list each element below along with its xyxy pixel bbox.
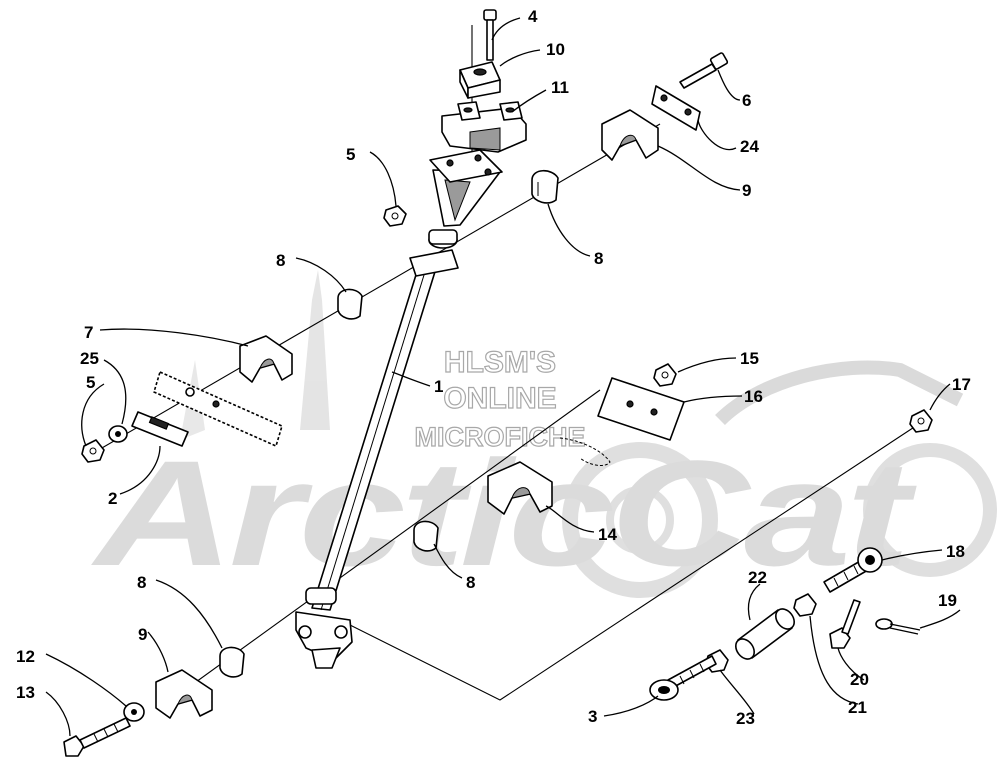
label-part-1: 1	[434, 377, 443, 396]
label-part-9-upper: 9	[742, 181, 751, 200]
label-part-5-left: 5	[86, 373, 95, 392]
label-part-11: 11	[551, 78, 569, 97]
part-5-lock-nut-left	[81, 439, 105, 463]
watermark-line-2: ONLINE	[443, 382, 556, 415]
part-7-bearing-cap	[239, 335, 293, 383]
label-part-14: 14	[598, 525, 617, 544]
part-16-plate-dashed-edge	[559, 437, 611, 466]
part-16-plate	[597, 377, 685, 441]
part-15-lock-nut	[653, 363, 677, 387]
label-part-19: 19	[938, 591, 957, 610]
label-part-10: 10	[546, 40, 565, 59]
part-25-washer	[108, 425, 128, 443]
part-8-bushing-left	[337, 288, 363, 320]
label-part-21: 21	[848, 698, 867, 717]
label-part-3: 3	[588, 707, 597, 726]
part-2-plate	[131, 371, 283, 447]
label-part-17: 17	[952, 375, 971, 394]
part-24-plate	[651, 85, 701, 131]
part-8-bushing-lower	[219, 646, 245, 678]
watermark-text: HLSM'S ONLINE MICROFICHE	[414, 345, 586, 452]
label-part-12: 12	[16, 647, 35, 666]
part-4-cap-screw	[483, 9, 497, 61]
label-part-5-upper: 5	[346, 145, 355, 164]
label-part-13: 13	[16, 683, 35, 702]
part-10-handlebar-clamp	[459, 61, 501, 99]
part-5-lock-nut-upper	[383, 205, 407, 227]
label-part-24: 24	[740, 137, 759, 156]
part-9-bearing-cap-upper	[601, 109, 659, 161]
label-part-20: 20	[850, 670, 869, 689]
label-part-2: 2	[108, 489, 117, 508]
part-8-bushing-upper	[531, 169, 559, 204]
part-12-washer	[123, 702, 145, 722]
part-17-lock-nut	[909, 409, 933, 433]
label-part-22: 22	[748, 568, 767, 587]
label-part-18: 18	[946, 542, 965, 561]
part-8-bushing-mid	[413, 520, 439, 552]
label-part-25: 25	[80, 349, 99, 368]
part-6-cap-screw	[679, 52, 729, 89]
label-part-8-mid: 8	[137, 573, 146, 592]
part-11-handlebar-block	[441, 101, 527, 153]
steering-post	[295, 149, 503, 669]
label-part-6: 6	[742, 91, 751, 110]
part-14-bearing-cap	[487, 461, 553, 515]
part-13-cap-screw	[63, 717, 131, 757]
leader-lines	[45, 17, 961, 737]
part-18-tie-rod-end	[823, 547, 883, 593]
part-20-cap-screw	[829, 599, 861, 649]
part-22-tie-rod	[734, 608, 796, 660]
label-part-4: 4	[528, 7, 538, 26]
part-3-tie-rod-end	[649, 655, 717, 701]
label-part-16: 16	[744, 387, 763, 406]
label-part-7: 7	[84, 323, 93, 342]
part-number-labels: 4 10 11 6 5 24 9 8 8 7 25 5 1 15 16 2 17…	[16, 7, 971, 728]
label-part-15: 15	[740, 349, 759, 368]
part-9-bearing-cap-lower	[155, 669, 213, 719]
part-19-cotter-pin	[875, 618, 921, 635]
watermark-line-1: HLSM'S	[444, 346, 556, 379]
label-part-8-lower: 8	[466, 573, 475, 592]
watermark-line-3: MICROFICHE	[415, 422, 586, 452]
label-part-8-upper: 8	[594, 249, 603, 268]
label-part-23: 23	[736, 709, 755, 728]
part-21-jam-nut	[793, 593, 817, 617]
label-part-9-lower: 9	[138, 625, 147, 644]
label-part-8-left: 8	[276, 251, 285, 270]
